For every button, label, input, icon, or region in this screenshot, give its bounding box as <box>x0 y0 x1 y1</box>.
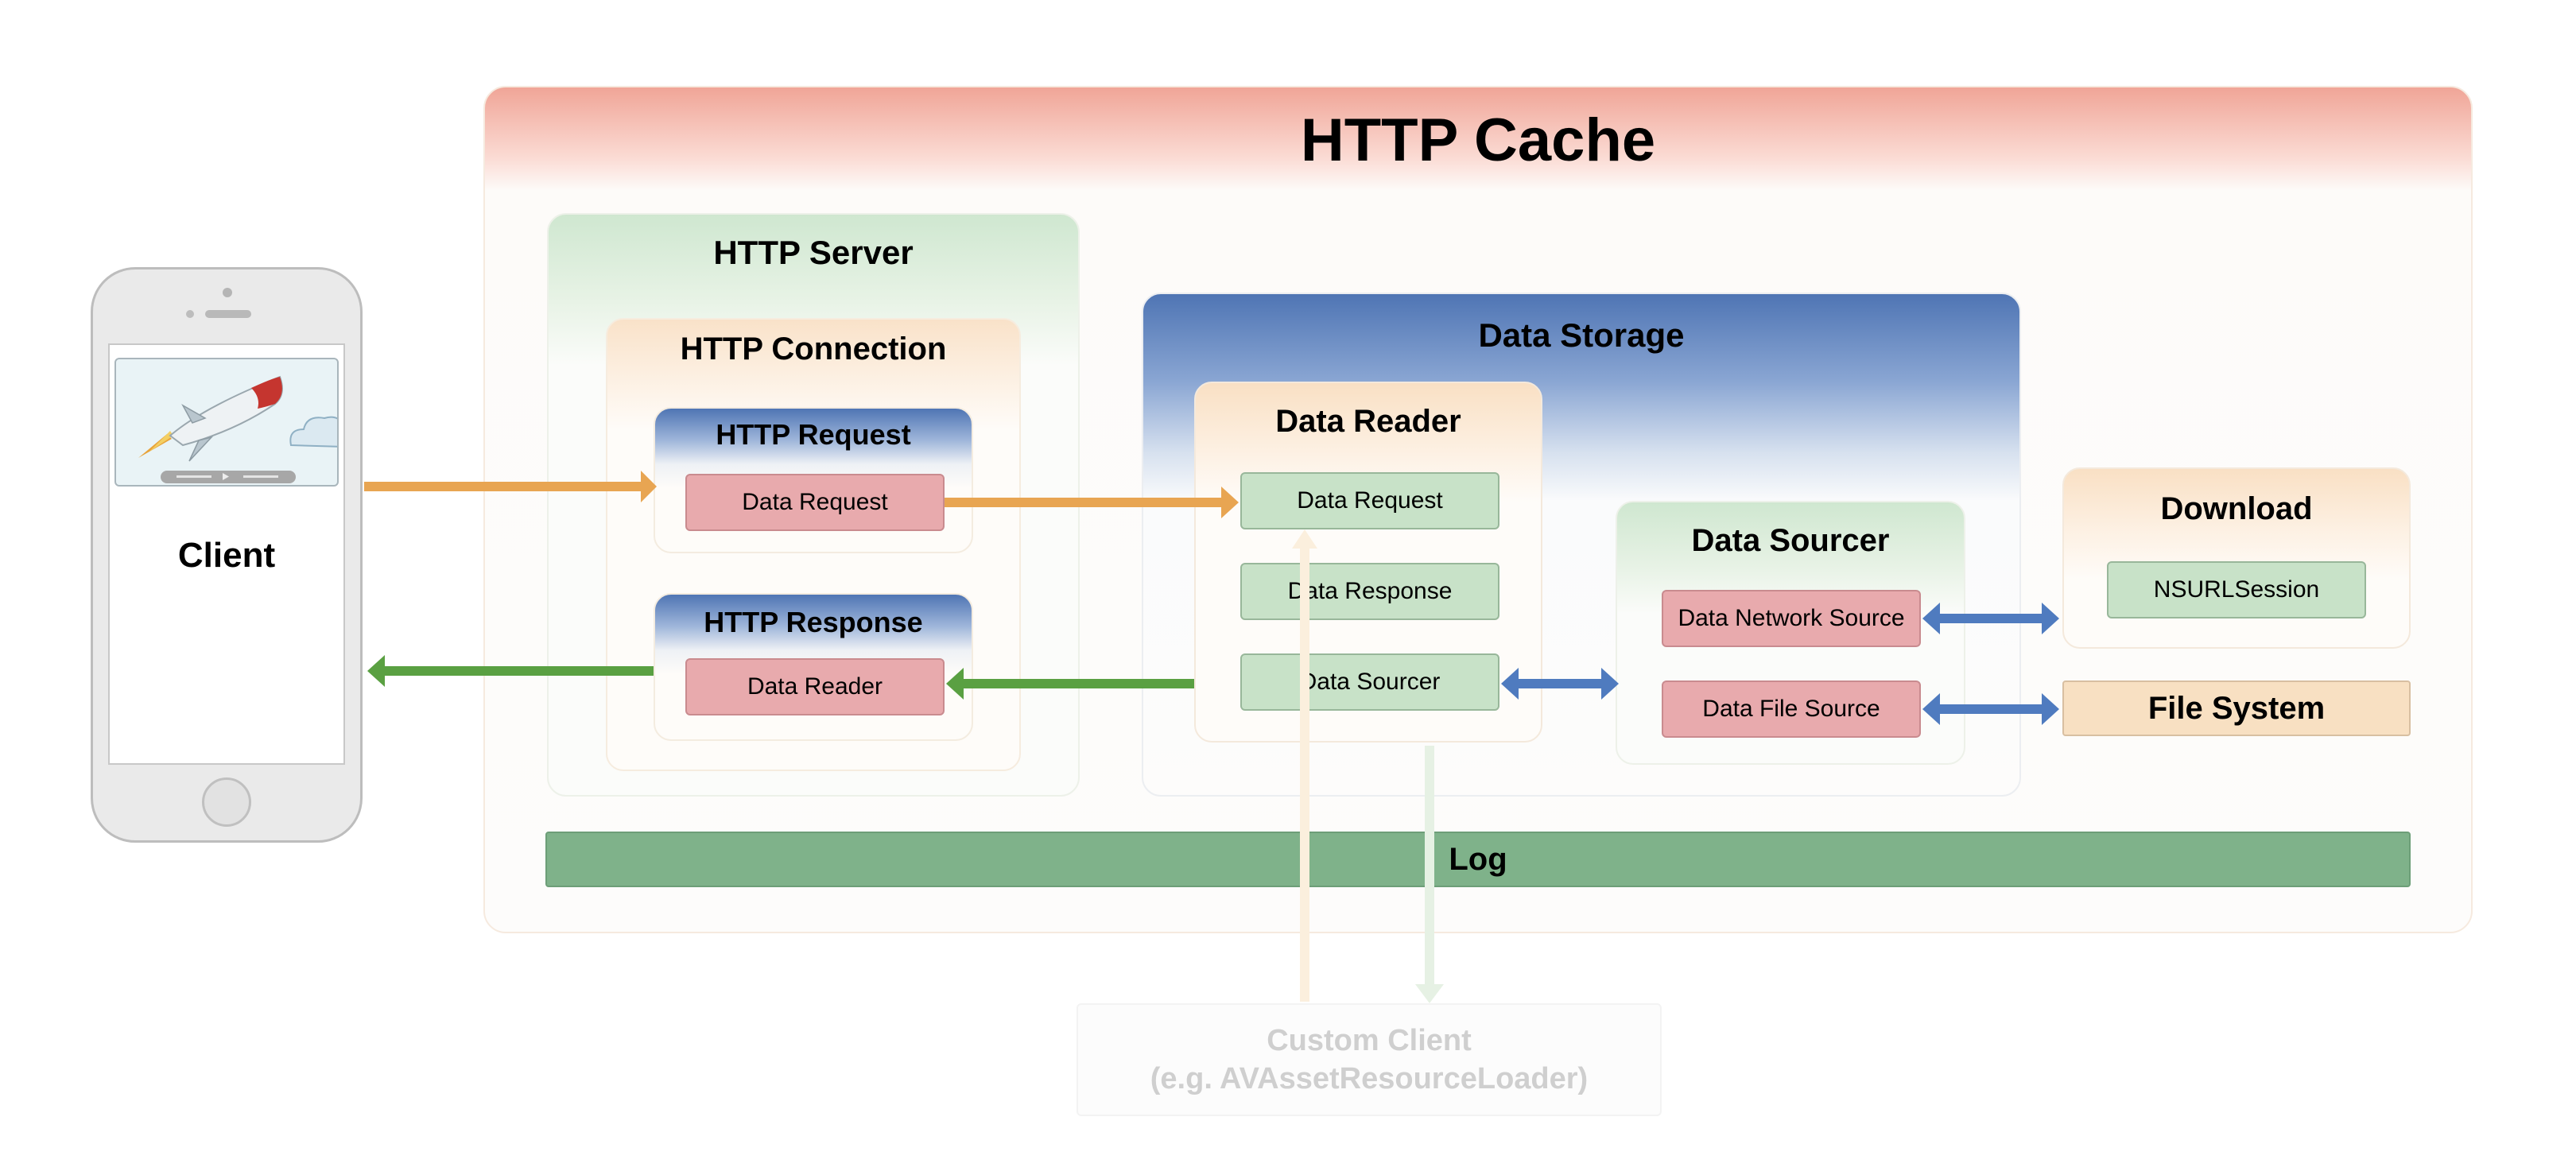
sourcer-bidirectional-arrow <box>1501 668 1619 700</box>
custom-client-box: Custom Client (e.g. AVAssetResourceLoade… <box>1077 1003 1662 1116</box>
data-storage-title: Data Storage <box>1478 316 1685 354</box>
file-system-box: File System <box>2062 680 2411 736</box>
http-response-data-reader: Data Reader <box>685 658 945 715</box>
http-request-title: HTTP Request <box>716 418 911 451</box>
phone-home-button <box>202 777 251 827</box>
data-reader-data-response: Data Response <box>1240 563 1499 620</box>
http-cache-title: HTTP Cache <box>1300 106 1656 174</box>
reader-to-response-arrow <box>946 668 1194 700</box>
custom-client-connector-request <box>1292 529 1317 1002</box>
data-file-source: Data File Source <box>1662 680 1921 738</box>
data-reader-data-request: Data Request <box>1240 472 1499 529</box>
download-container <box>2062 467 2411 649</box>
phone-camera-icon <box>223 288 232 297</box>
video-player-thumbnail <box>114 358 339 487</box>
http-connection-title: HTTP Connection <box>680 331 947 366</box>
phone-sensor-icon <box>186 310 194 318</box>
custom-client-example: (e.g. AVAssetResourceLoader) <box>1150 1062 1589 1095</box>
custom-client-connector-response <box>1415 746 1444 1003</box>
custom-client-title: Custom Client <box>1267 1024 1472 1057</box>
log-bar: Log <box>545 832 2411 887</box>
http-response-title: HTTP Response <box>704 606 923 638</box>
response-to-client-arrow <box>367 655 654 687</box>
download-title: Download <box>2160 491 2313 526</box>
data-reader-title: Data Reader <box>1275 403 1461 439</box>
client-label: Client <box>177 536 276 575</box>
network-download-arrow <box>1922 603 2059 634</box>
client-to-request-arrow <box>364 471 657 502</box>
file-system-arrow <box>1922 693 2059 725</box>
rocket-video-icon <box>138 375 337 483</box>
http-server-title: HTTP Server <box>713 234 914 271</box>
data-network-source: Data Network Source <box>1662 590 1921 647</box>
nsurlsession-box: NSURLSession <box>2107 561 2366 618</box>
http-request-data-request: Data Request <box>685 474 945 531</box>
phone-speaker-icon <box>205 310 251 318</box>
data-reader-data-sourcer: Data Sourcer <box>1240 653 1499 711</box>
data-sourcer-title: Data Sourcer <box>1691 522 1890 558</box>
request-to-reader-arrow <box>945 487 1239 518</box>
